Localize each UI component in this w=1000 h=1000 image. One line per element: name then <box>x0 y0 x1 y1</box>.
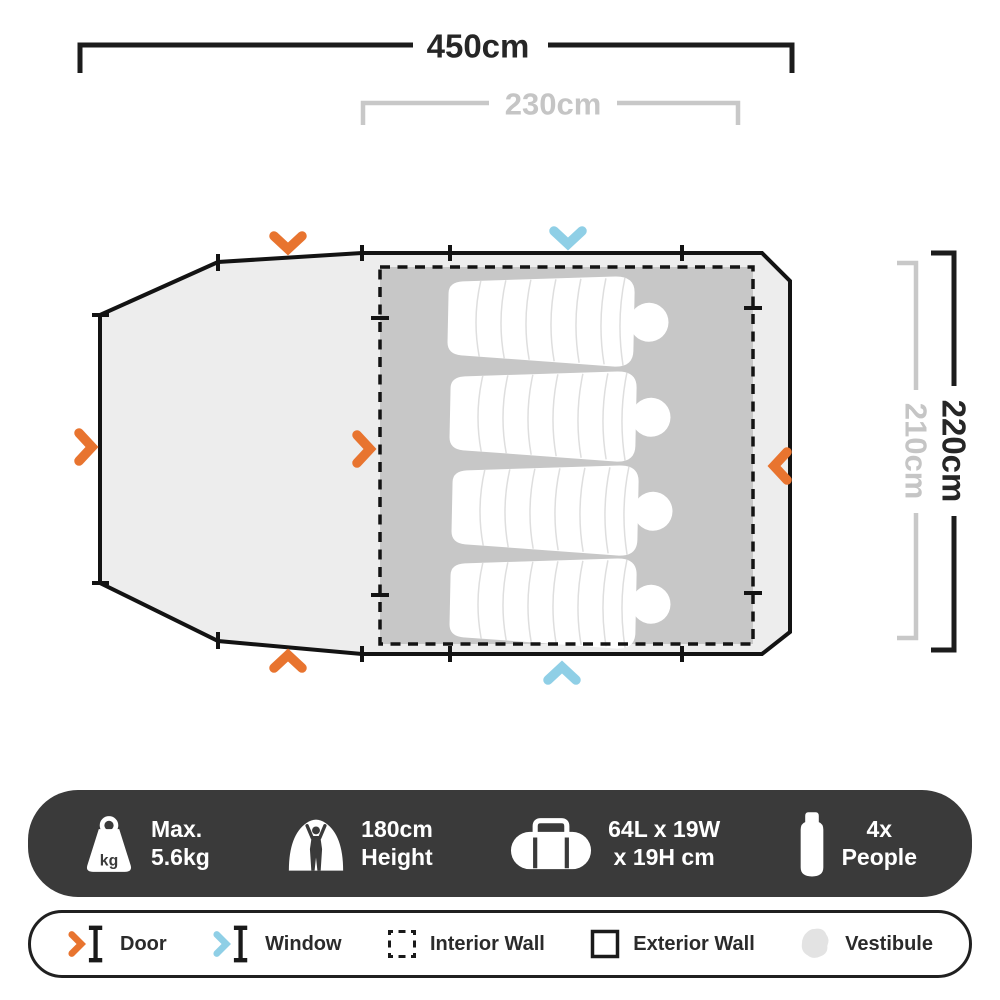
spec-text-capacity: 4x People <box>842 816 917 870</box>
overall-depth-bracket <box>931 250 957 653</box>
door-arrow-inner <box>352 430 377 468</box>
vestibule-icon <box>801 928 829 958</box>
inner-width-dimension: 230cm <box>360 87 741 125</box>
legend-label: Vestibule <box>845 932 933 955</box>
spec-max-weight: kg Max. 5.6kg <box>83 815 210 873</box>
window-arrows <box>543 226 587 685</box>
interior-wall-dashed <box>378 265 755 646</box>
spec-line: 4x <box>866 816 893 843</box>
inner-depth-dimension: 210cm <box>897 260 934 641</box>
legend-door: Door <box>67 922 167 966</box>
inner-width-bracket <box>360 100 741 125</box>
door-arrows <box>74 231 792 673</box>
spec-text-max-weight: Max. 5.6kg <box>151 816 210 870</box>
legend-label: Exterior Wall <box>633 932 755 955</box>
spec-line: 180cm <box>361 816 433 843</box>
spec-text-packed-size: 64L x 19W x 19H cm <box>608 816 720 870</box>
legend-label: Window <box>265 932 342 955</box>
door-icon <box>68 925 103 963</box>
spec-line: 5.6kg <box>151 843 210 870</box>
overall-depth-label: 220cm <box>936 400 973 503</box>
spec-line: Max. <box>151 816 203 843</box>
spec-line: x 19H cm <box>613 843 715 870</box>
weight-icon: kg <box>86 815 132 872</box>
door-arrow-top <box>269 231 307 256</box>
window-arrow-bottom <box>543 660 581 685</box>
interior-wall-icon <box>387 930 416 958</box>
kg-unit-label: kg <box>100 852 118 869</box>
sleeping-bag-icon <box>800 811 823 876</box>
exterior-wall-icon <box>590 929 620 959</box>
person-height-icon <box>289 819 344 871</box>
legend-window: Window <box>212 922 342 966</box>
legend-label: Interior Wall <box>429 932 545 955</box>
spec-height: 180cm Height <box>287 816 433 871</box>
inner-depth-label: 210cm <box>899 403 934 500</box>
spec-bar: kg Max. 5.6kg 180cm Height <box>28 790 972 897</box>
stake-ticks <box>92 245 762 662</box>
overall-width-dimension: 450cm <box>77 28 795 73</box>
window-icon <box>213 925 248 963</box>
inner-width-label: 230cm <box>505 87 602 122</box>
legend-exterior-wall: Exterior Wall <box>590 929 755 959</box>
inner-depth-bracket <box>897 260 919 641</box>
overall-width-label: 450cm <box>427 28 530 65</box>
legend-bar: Door Window Interior Wall Exterior Wall <box>28 910 972 978</box>
spec-text-height: 180cm Height <box>361 816 433 870</box>
overall-width-bracket <box>77 42 795 73</box>
window-arrow-top <box>549 226 587 251</box>
spec-line: People <box>841 843 917 870</box>
legend-label: Door <box>120 932 167 955</box>
door-arrow-left <box>74 428 99 466</box>
floorplan-diagram: 450cm 230cm 220cm 210cm <box>74 28 973 685</box>
duffel-bag-icon <box>511 817 592 869</box>
legend-vestibule: Vestibule <box>800 927 933 961</box>
spec-line: Height <box>361 843 433 870</box>
door-arrow-bottom <box>269 648 307 673</box>
legend-interior-wall: Interior Wall <box>387 929 545 959</box>
spec-line: 64L x 19W <box>608 816 721 843</box>
door-arrow-right <box>767 447 792 485</box>
overall-depth-dimension: 220cm <box>931 250 973 653</box>
spec-capacity: 4x People <box>798 810 917 878</box>
spec-packed-size: 64L x 19W x 19H cm <box>510 816 720 870</box>
